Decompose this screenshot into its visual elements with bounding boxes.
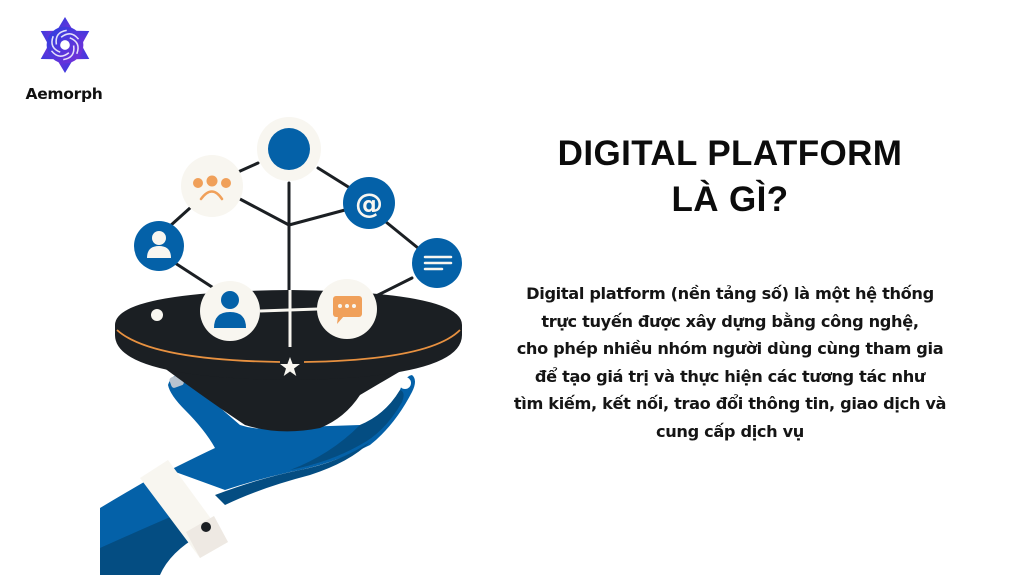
platform-illustration: @ xyxy=(100,117,462,575)
node-text xyxy=(412,238,462,288)
description-line: cung cấp dịch vụ xyxy=(656,421,804,441)
node-user-left xyxy=(134,221,184,271)
brand-name: Aemorph xyxy=(25,85,103,103)
tray-lines xyxy=(259,290,319,347)
network-lines xyxy=(168,161,420,299)
shirt-cuff xyxy=(140,460,228,558)
cufflink-button xyxy=(201,522,211,532)
flower-logo-icon xyxy=(40,16,90,74)
node-user-lower xyxy=(200,281,260,341)
description-line: cho phép nhiều nhóm người dùng cùng tham… xyxy=(516,339,944,358)
user-icon xyxy=(147,231,171,258)
description-paragraph: Digital platform (nền tảng số) là một hệ… xyxy=(488,280,972,445)
page-title-line-2: LÀ GÌ? xyxy=(671,180,789,219)
chat-bubble-icon xyxy=(333,296,362,324)
user-icon xyxy=(214,291,246,328)
description-line: để tạo giá trị và thực hiện các tương tá… xyxy=(534,366,926,386)
page-title-line-1: DIGITAL PLATFORM xyxy=(557,134,903,173)
node-at: @ xyxy=(343,177,395,229)
at-sign-icon: @ xyxy=(355,187,383,220)
node-chat xyxy=(317,279,377,339)
description-line: Digital platform (nền tảng số) là một hệ… xyxy=(526,284,934,303)
description-line: tìm kiếm, kết nối, trao đổi thông tin, g… xyxy=(513,394,947,413)
group-sad-icon xyxy=(193,175,231,201)
node-circle xyxy=(257,117,321,181)
star-icon xyxy=(280,357,300,376)
text-lines-icon xyxy=(423,255,453,271)
page-title: DIGITAL PLATFORM LÀ GÌ? xyxy=(520,131,940,223)
circle-icon xyxy=(268,128,310,170)
brand-logo: Aemorph xyxy=(22,14,106,110)
description-line: trực tuyến được xây dựng bằng công nghệ, xyxy=(541,311,919,331)
node-group xyxy=(181,155,243,217)
